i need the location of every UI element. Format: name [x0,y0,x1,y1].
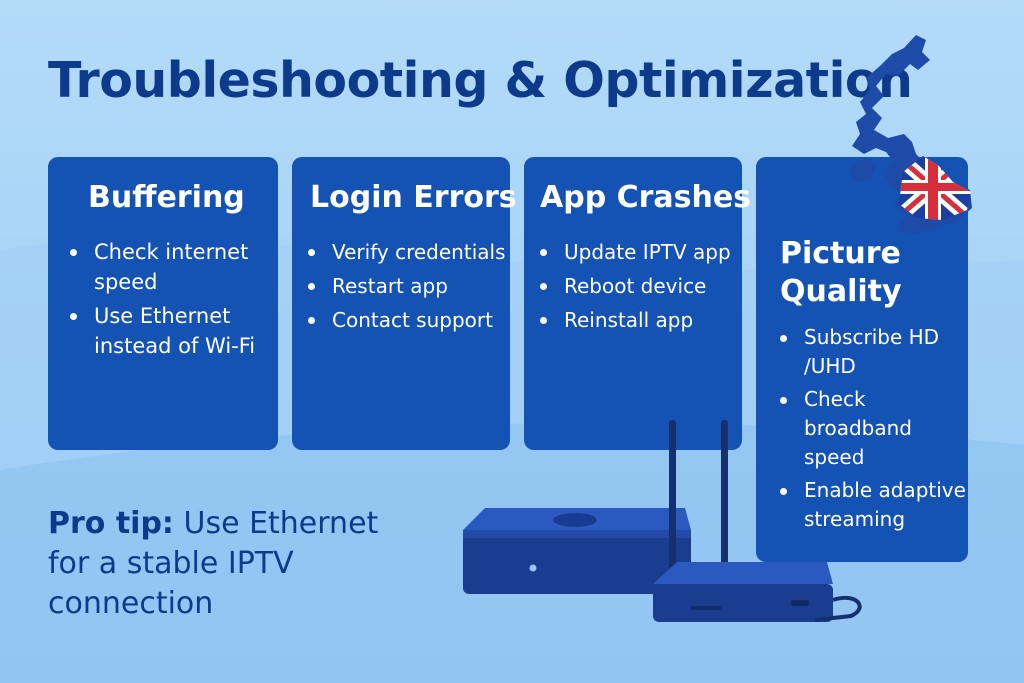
bullet-icon [780,335,787,342]
page-title: Troubleshooting & Optimization [48,52,913,109]
devices-illustration [463,420,862,622]
bullet-icon [540,249,547,256]
list-item: Verify credentials [308,237,508,267]
card-login-errors: Login Errors Verify credentials Restart … [292,157,517,450]
card-title: Login Errors [310,180,517,215]
card-app-crashes: App Crashes Update IPTV app Reboot devic… [524,157,751,450]
list-item: Check broadband speed [780,385,966,472]
pro-tip-label: Pro tip: [48,506,174,541]
bullet-icon [70,249,77,256]
list-item: Update IPTV app [540,237,740,267]
list-item: Reboot device [540,271,740,301]
pro-tip-text: Use Ethernet for a stable IPTV connectio… [48,506,379,621]
list-item: Restart app [308,271,508,301]
bullet-icon [70,313,77,320]
router-icon [653,420,862,622]
bullet-icon [540,283,547,290]
card-title: Buffering [88,180,245,215]
card-list: Verify credentials Restart app Contact s… [308,237,508,339]
card-list: Subscribe HD /UHD Check broadband speed … [780,323,966,538]
card-list: Update IPTV app Reboot device Reinstall … [540,237,740,339]
union-jack-flag-icon [899,156,971,220]
list-item: Reinstall app [540,305,740,335]
card-title: App Crashes [540,180,752,215]
bullet-icon [540,317,547,324]
list-item: Check internet speed [70,237,270,297]
pro-tip: Pro tip: Use Ethernet for a stable IPTV … [48,504,428,624]
card-title: Picture Quality [780,236,902,309]
set-top-box-icon [463,508,691,594]
bullet-icon [308,249,315,256]
card-list: Check internet speed Use Ethernet instea… [70,237,270,365]
card-buffering: Buffering Check internet speed Use Ether… [48,157,278,450]
list-item: Subscribe HD /UHD [780,323,966,381]
bullet-icon [780,397,787,404]
bullet-icon [780,488,787,495]
list-item: Enable adaptive streaming [780,476,966,534]
bullet-icon [308,283,315,290]
list-item: Contact support [308,305,508,335]
bullet-icon [308,317,315,324]
list-item: Use Ethernet instead of Wi-Fi [70,301,270,361]
